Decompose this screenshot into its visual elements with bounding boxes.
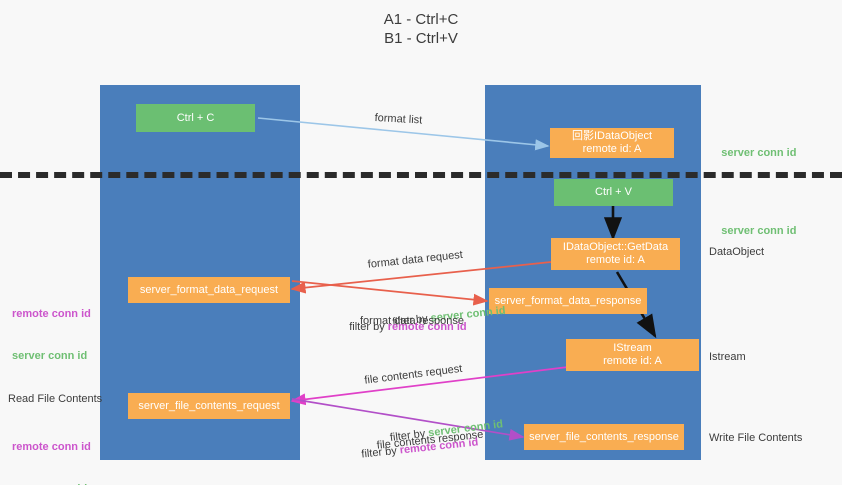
label-read-file-contents: Read File Contents bbox=[8, 393, 103, 405]
label-remote-conn-id-lower: remote conn id bbox=[12, 441, 91, 453]
label-conn-ids-upper: remote conn id server conn id bbox=[12, 279, 91, 391]
label-istream: Istream bbox=[709, 351, 746, 363]
page-title: A1 - Ctrl+C B1 - Ctrl+V bbox=[383, 11, 459, 47]
node-idataobject[interactable]: 回影IDataObject remote id: A bbox=[550, 128, 674, 158]
node-server-file-contents-response[interactable]: server_file_contents_response bbox=[524, 424, 684, 450]
edge-label-format-data-request-title: format data request bbox=[367, 248, 464, 271]
edge-label-format-data-response-filter: filter by remote conn id bbox=[337, 305, 467, 350]
node-server-format-data-request[interactable]: server_format_data_request bbox=[128, 277, 290, 303]
label-conn-ids-lower: remote conn id server conn id bbox=[12, 412, 91, 485]
filter-prefix: filter by bbox=[349, 321, 388, 333]
label-dataobject: DataObject bbox=[709, 246, 765, 258]
filter-value: remote conn id bbox=[387, 321, 467, 333]
label-server-conn-id-upper: server conn id bbox=[12, 350, 88, 362]
label-server-conn-id-top: server conn id bbox=[709, 132, 796, 174]
node-idataobject-getdata[interactable]: IDataObject::GetData remote id: A bbox=[551, 238, 680, 270]
filter-value: remote conn id bbox=[399, 436, 479, 457]
label-server-conn-id-mid: server conn id bbox=[709, 210, 796, 252]
phase-divider bbox=[0, 172, 842, 178]
node-ctrl-v[interactable]: Ctrl + V bbox=[554, 179, 673, 206]
label-write-file-contents: Write File Contents bbox=[709, 432, 803, 444]
node-istream[interactable]: IStream remote id: A bbox=[566, 339, 699, 371]
edge-label-format-list: format list bbox=[374, 111, 423, 127]
label-server-conn-id-top-text: server conn id bbox=[721, 147, 797, 159]
label-remote-conn-id-upper: remote conn id bbox=[12, 308, 91, 320]
label-server-conn-id-lower: server conn id bbox=[12, 482, 91, 485]
edge-label-file-contents-request-title: file contents request bbox=[363, 362, 463, 387]
node-server-file-contents-request[interactable]: server_file_contents_request bbox=[128, 393, 290, 419]
edge-label-format-data-response-title: format data response bbox=[360, 315, 464, 327]
edge-label-format-data-response: format data response bbox=[360, 284, 464, 359]
filter-prefix: filter by bbox=[360, 444, 401, 461]
node-server-format-data-response[interactable]: server_format_data_response bbox=[489, 288, 647, 314]
node-ctrl-c[interactable]: Ctrl + C bbox=[136, 104, 255, 132]
label-server-conn-id-mid-text: server conn id bbox=[721, 225, 797, 237]
